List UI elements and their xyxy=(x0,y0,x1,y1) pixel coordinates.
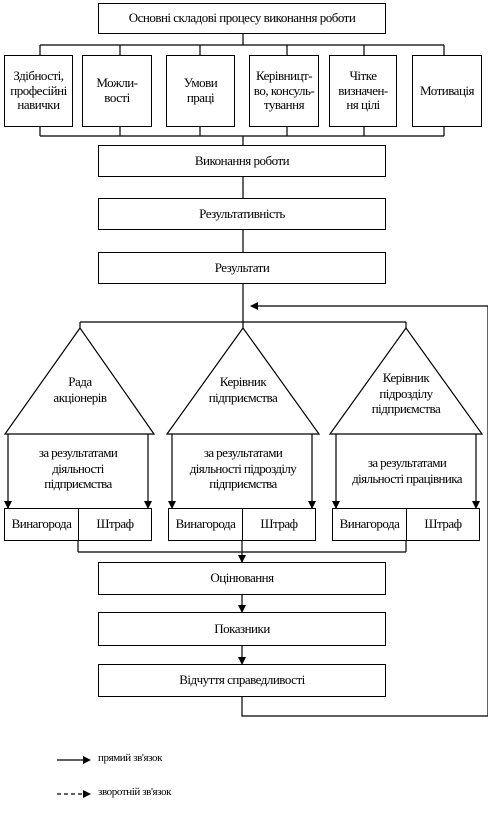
assessment-box: Оцінювання xyxy=(98,562,386,595)
component-line: Чітке xyxy=(349,67,377,83)
criterion-line: підприємства xyxy=(44,476,112,492)
evaluator-1-penalty: Штраф xyxy=(78,508,152,541)
component-management: Керівницт- во, консуль- тування xyxy=(249,55,319,127)
criterion-line: за результатами xyxy=(367,455,447,470)
evaluator-line: Рада xyxy=(68,374,92,389)
component-line: Мотивація xyxy=(420,82,475,98)
evaluator-triangle-1 xyxy=(3,326,156,435)
evaluator-line: підприємства xyxy=(208,389,278,405)
process-components-title: Основні складові процесу виконання робот… xyxy=(98,3,386,34)
evaluator-2-reward: Винагорода xyxy=(168,508,243,541)
indicators-box: Показники xyxy=(98,612,386,646)
evaluator-2-criterion: за результатами діяльності підрозділу пі… xyxy=(176,445,310,492)
component-line: праці xyxy=(186,90,215,105)
component-motivation: Мотивація xyxy=(412,55,482,127)
results-box: Результати xyxy=(98,252,386,284)
legend-feedback-label: зворотній зв'язок xyxy=(98,786,172,798)
penalty-label: Штраф xyxy=(96,516,134,532)
evaluator-triangle-3 xyxy=(328,326,484,435)
component-opportunities: Можли- вості xyxy=(82,55,152,127)
evaluator-line: підрозділу xyxy=(379,385,433,401)
component-line: професійні xyxy=(10,82,67,98)
evaluator-1-reward: Винагорода xyxy=(4,508,79,541)
component-line: Здібності, xyxy=(13,67,64,83)
evaluator-line: Керівник xyxy=(382,370,430,385)
criterion-line: за результатами xyxy=(203,445,283,460)
evaluator-2-label: Керівник підприємства xyxy=(193,374,293,405)
evaluator-3-label: Керівник підрозділу підприємства xyxy=(356,370,456,417)
evaluator-1-label: Рада акціонерів xyxy=(30,374,130,405)
evaluator-3-reward: Винагорода xyxy=(332,508,407,541)
component-line: визначен- xyxy=(338,82,388,98)
results-label: Результати xyxy=(214,259,270,275)
legend-feedback: зворотній зв'язок xyxy=(98,786,172,798)
reward-label: Винагорода xyxy=(339,516,400,532)
evaluator-2-penalty: Штраф xyxy=(242,508,316,541)
fairness-label: Відчуття справедливості xyxy=(179,672,305,688)
component-working-conditions: Умови праці xyxy=(166,55,235,127)
evaluator-line: Керівник xyxy=(219,374,267,389)
indicators-label: Показники xyxy=(214,620,270,636)
reward-label: Винагорода xyxy=(175,516,236,532)
criterion-line: за результатами xyxy=(38,445,118,460)
component-line: Можли- xyxy=(96,75,138,91)
penalty-label: Штраф xyxy=(424,516,462,532)
component-abilities: Здібності, професійні навички xyxy=(4,55,73,127)
performance-label: Виконання роботи xyxy=(194,152,290,168)
criterion-line: діяльності підрозділу xyxy=(189,460,297,476)
component-line: во, консуль- xyxy=(253,82,315,98)
evaluator-3-criterion: за результатами діяльності працівника xyxy=(340,455,474,486)
criterion-line: діяльності працівника xyxy=(352,470,462,486)
component-clear-goal: Чітке визначен- ня цілі xyxy=(329,55,397,127)
process-components-title-text: Основні складові процесу виконання робот… xyxy=(128,10,356,26)
performance-box: Виконання роботи xyxy=(98,145,386,177)
component-line: тування xyxy=(263,97,305,113)
feedback-loop xyxy=(241,302,488,717)
legend-direct-label: прямий зв'язок xyxy=(98,752,163,764)
reward-label: Винагорода xyxy=(11,516,72,532)
fairness-box: Відчуття справедливості xyxy=(98,664,386,697)
component-line: навички xyxy=(17,97,60,113)
effectiveness-box: Результативність xyxy=(98,198,386,230)
component-line: вості xyxy=(104,90,130,105)
evaluator-1-criterion: за результатами діяльності підприємства xyxy=(14,445,142,492)
effectiveness-label: Результативність xyxy=(199,205,285,221)
penalty-label: Штраф xyxy=(260,516,298,532)
criterion-line: підприємства xyxy=(209,476,277,492)
criterion-line: діяльності xyxy=(52,460,104,476)
evaluator-triangle-2 xyxy=(165,326,321,435)
evaluator-3-penalty: Штраф xyxy=(406,508,480,541)
component-line: Керівницт- xyxy=(255,67,313,83)
evaluator-line: акціонерів xyxy=(53,389,107,405)
assessment-label: Оцінювання xyxy=(210,570,274,586)
legend-direct: прямий зв'язок xyxy=(98,752,162,764)
component-line: ня цілі xyxy=(346,97,380,113)
component-line: Умови xyxy=(183,75,218,91)
evaluator-line: підприємства xyxy=(371,401,441,417)
